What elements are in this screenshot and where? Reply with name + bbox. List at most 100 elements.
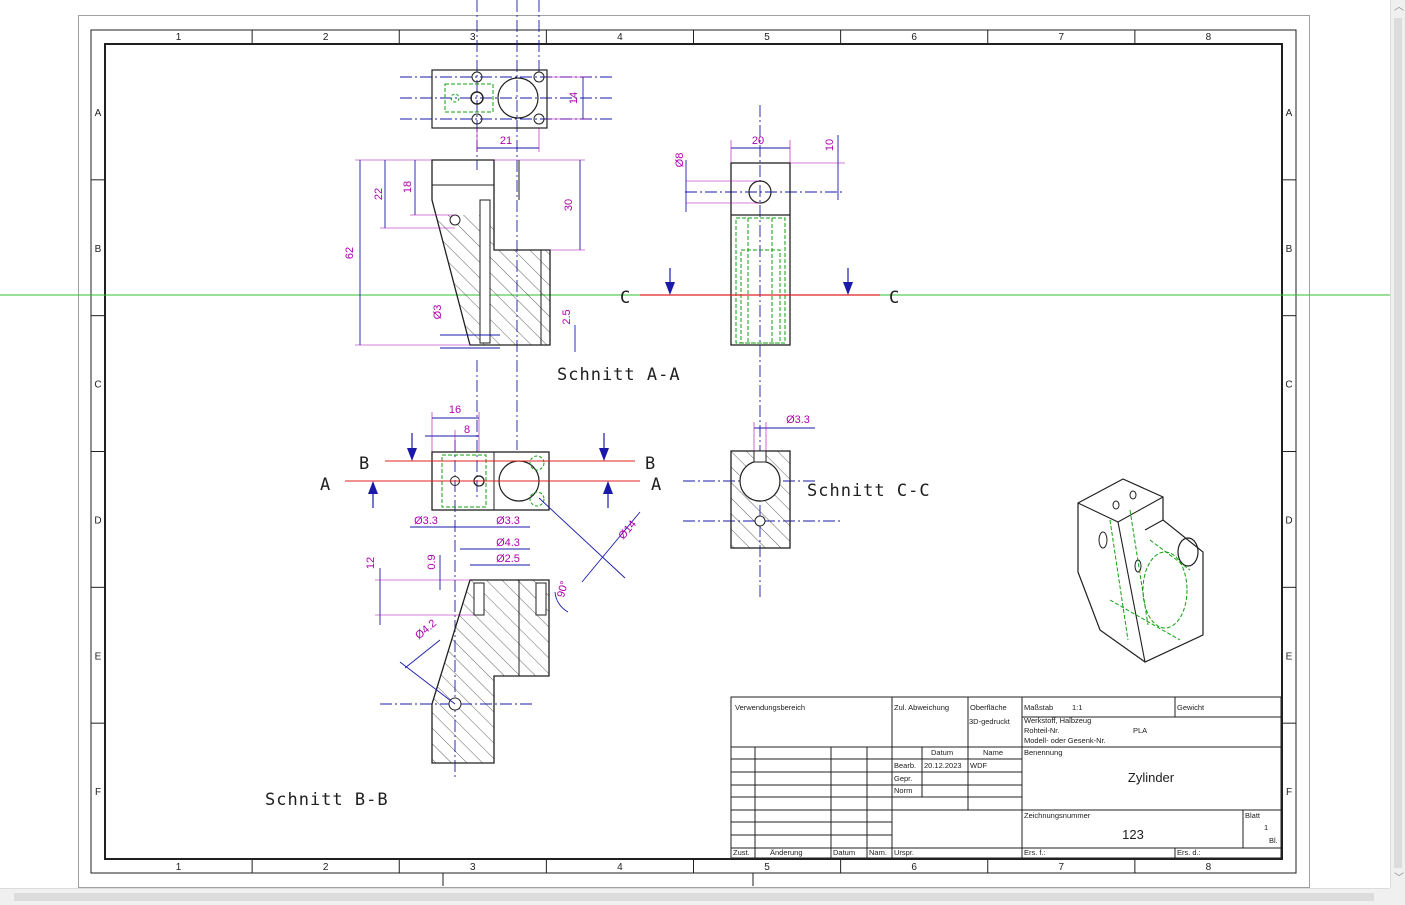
zone-row-right-E: E xyxy=(1286,651,1293,662)
dim-bb-12: 12 xyxy=(365,557,377,569)
cut-letter-a-right: A xyxy=(651,475,662,495)
zone-column-bottom-2: 2 xyxy=(323,862,329,873)
dim-plan-dia25: Ø2.5 xyxy=(496,553,520,565)
tb-oberflaeche-value: 3D-gedruckt xyxy=(969,717,1011,726)
zone-row-left-D: D xyxy=(94,515,101,526)
zone-column-bottom-4: 4 xyxy=(617,862,623,873)
tb-gepr: Gepr. xyxy=(894,774,912,783)
drawing-title: Zylinder xyxy=(1128,770,1175,785)
title-block: Verwendungsbereich Zul. Abweichung Oberf… xyxy=(730,696,1282,859)
tb-ers-f: Ers. f.: xyxy=(1024,848,1046,857)
zone-column-top-5: 5 xyxy=(764,32,770,43)
zone-column-bottom-5: 5 xyxy=(764,862,770,873)
dim-plan-8: 8 xyxy=(464,424,470,436)
drawing-sheet xyxy=(78,15,1310,888)
zone-column-bottom-6: 6 xyxy=(911,862,917,873)
plan-view: 16 8 Ø3.3 Ø3.3 Ø4.3 Ø2.5 Ø14 A A B B xyxy=(320,404,662,583)
tb-modell: Modell- oder Gesenk-Nr. xyxy=(1024,736,1106,745)
tb-massstab-value: 1:1 xyxy=(1072,703,1082,712)
isometric-view xyxy=(1077,478,1204,663)
vertical-scrollbar[interactable]: ︿ ﹀ xyxy=(1390,0,1405,888)
cut-letter-b-right: B xyxy=(645,454,656,474)
tb-zeichnungsnummer-label: Zeichnungsnummer xyxy=(1024,811,1091,820)
tb-zust: Zust. xyxy=(733,848,750,857)
dim-plan-dia33-right: Ø3.3 xyxy=(496,515,520,527)
sheet-center-marks xyxy=(442,873,754,886)
dim-plan-dia33-left: Ø3.3 xyxy=(414,515,438,527)
dim-plan-dia43: Ø4.3 xyxy=(496,537,520,549)
tb-nam: Nam. xyxy=(869,848,887,857)
dim-aa-22: 22 xyxy=(373,188,385,200)
zone-row-right-C: C xyxy=(1285,380,1292,391)
tb-gewicht: Gewicht xyxy=(1177,703,1205,712)
tb-ers-d: Ers. d.: xyxy=(1177,848,1201,857)
drawing-number: 123 xyxy=(1122,827,1144,842)
tb-norm: Norm xyxy=(894,786,912,795)
zone-column-top-1: 1 xyxy=(176,32,182,43)
zone-row-left-C: C xyxy=(94,380,101,391)
tb-verwendungsbereich: Verwendungsbereich xyxy=(735,703,805,712)
cut-letter-b-left: B xyxy=(359,454,370,474)
section-cc-view: Ø3.3 Schnitt C-C xyxy=(730,414,931,549)
dim-plan-16: 16 xyxy=(449,404,461,416)
dim-side-dia8: Ø8 xyxy=(674,153,686,168)
zone-column-bottom-7: 7 xyxy=(1059,862,1065,873)
tb-bearb-date: 20.12.2023 xyxy=(924,761,962,770)
zone-column-top-3: 3 xyxy=(470,32,476,43)
vertical-scroll-thumb[interactable] xyxy=(1394,18,1402,868)
zone-column-top-4: 4 xyxy=(617,32,623,43)
cut-letter-c-right: C xyxy=(889,288,900,308)
zone-row-left-B: B xyxy=(95,244,102,255)
dim-side-10: 10 xyxy=(824,139,836,151)
dim-aa-62: 62 xyxy=(344,247,356,259)
tb-datum2: Datum xyxy=(833,848,855,857)
tb-bl: Bl. xyxy=(1269,836,1278,845)
zone-column-bottom-1: 1 xyxy=(176,862,182,873)
dim-side-20: 20 xyxy=(752,135,764,147)
dim-bb-0-9: 0.9 xyxy=(426,554,438,569)
side-view: 20 10 Ø8 C C xyxy=(620,135,900,346)
zone-column-top-2: 2 xyxy=(323,32,329,43)
horizontal-scrollbar[interactable] xyxy=(0,888,1390,905)
tb-blatt-value: 1 xyxy=(1264,823,1268,832)
label-section-cc: Schnitt C-C xyxy=(807,481,931,501)
tb-aenderung: Änderung xyxy=(770,848,803,857)
tb-blatt-label: Blatt xyxy=(1245,811,1261,820)
dim-aa-dia3: Ø3 xyxy=(432,305,444,320)
zone-row-right-B: B xyxy=(1286,244,1293,255)
zone-row-left-F: F xyxy=(95,787,101,798)
dim-cc-dia33: Ø3.3 xyxy=(786,414,810,426)
tb-zul-abweichung: Zul. Abweichung xyxy=(894,703,949,712)
zone-row-right-F: F xyxy=(1286,787,1292,798)
tb-rohteil-value: PLA xyxy=(1133,726,1147,735)
zone-row-left-E: E xyxy=(95,651,102,662)
tb-bearb: Bearb. xyxy=(894,761,916,770)
cut-letter-c-left: C xyxy=(620,288,631,308)
zone-column-bottom-8: 8 xyxy=(1206,862,1212,873)
zone-column-top-6: 6 xyxy=(911,32,917,43)
label-section-bb: Schnitt B-B xyxy=(265,790,389,810)
tb-oberflaeche: Oberfläche xyxy=(970,703,1007,712)
zone-column-top-7: 7 xyxy=(1059,32,1065,43)
zone-column-bottom-3: 3 xyxy=(470,862,476,873)
scroll-down-icon[interactable]: ﹀ xyxy=(1394,873,1404,884)
section-aa-view: 62 22 18 30 Ø3 2.5 Schnitt A-A xyxy=(344,159,680,385)
tb-massstab-label: Maßstab xyxy=(1024,703,1053,712)
dim-top-14: 14 xyxy=(568,92,580,104)
dim-bb-90: 90° xyxy=(555,580,571,599)
zone-row-right-A: A xyxy=(1286,108,1293,119)
scroll-up-icon[interactable]: ︿ xyxy=(1394,2,1404,13)
dim-aa-30: 30 xyxy=(563,199,575,211)
horizontal-scroll-thumb[interactable] xyxy=(14,893,1374,901)
dim-aa-18: 18 xyxy=(402,181,414,193)
tb-werkstoff: Werkstoff, Halbzeug xyxy=(1024,716,1091,725)
tb-datum: Datum xyxy=(931,748,953,757)
tb-bearb-name: WDF xyxy=(970,761,987,770)
dim-bb-dia42: Ø4.2 xyxy=(413,617,439,642)
tb-rohteil-label: Rohteil-Nr. xyxy=(1024,726,1059,735)
zone-row-left-A: A xyxy=(95,108,102,119)
tb-urspr: Urspr. xyxy=(894,848,914,857)
